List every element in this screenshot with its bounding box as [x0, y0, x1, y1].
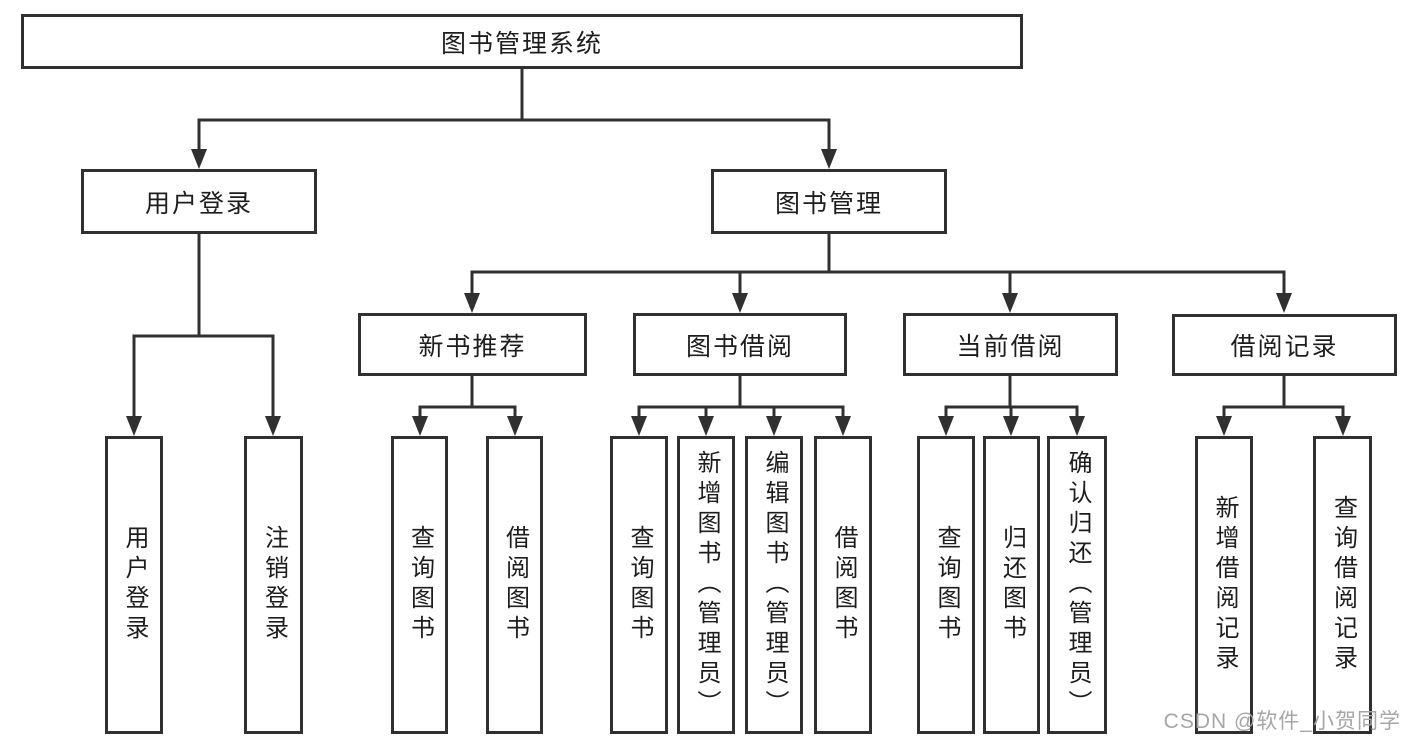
node-user-login: 用户登录	[81, 169, 317, 234]
leaf-logout-label: 注销登录	[260, 525, 288, 645]
node-book-borrowing: 图书借阅	[633, 313, 847, 376]
csdn-watermark: CSDN @软件_小贺同学	[1163, 710, 1401, 733]
leaf-borrow-books-label: 借阅图书	[830, 525, 857, 645]
leaf-add-borrow-record: 新增借阅记录	[1195, 436, 1253, 734]
leaf-current-query-books: 查询图书	[917, 436, 975, 734]
arrowheads	[126, 149, 1351, 436]
leaf-newbook-borrow-books: 借阅图书	[486, 436, 543, 734]
leaf-confirm-return-admin: 确认归还（管理员）	[1047, 436, 1107, 734]
leaf-current-query-books-label: 查询图书	[933, 525, 960, 645]
leaf-return-books: 归还图书	[983, 436, 1040, 734]
leaf-borrow-books: 借阅图书	[814, 436, 872, 734]
node-root-system: 图书管理系统	[21, 14, 1023, 69]
leaf-borrow-query-books-label: 查询图书	[626, 525, 653, 645]
node-current-borrowing: 当前借阅	[903, 313, 1118, 376]
leaf-add-books-admin: 新增图书（管理员）	[677, 436, 735, 734]
node-borrowing-records: 借阅记录	[1172, 314, 1397, 376]
node-new-book-recommendation: 新书推荐	[358, 313, 587, 376]
leaf-logout: 注销登录	[244, 436, 303, 734]
leaf-query-borrow-record: 查询借阅记录	[1313, 436, 1372, 734]
leaf-add-books-admin-label: 新增图书（管理员）	[693, 450, 720, 720]
leaf-query-borrow-record-label: 查询借阅记录	[1329, 495, 1357, 675]
leaf-edit-books-admin: 编辑图书（管理员）	[745, 436, 803, 734]
leaf-add-borrow-record-label: 新增借阅记录	[1211, 495, 1238, 675]
leaf-edit-books-admin-label: 编辑图书（管理员）	[761, 450, 788, 720]
leaf-confirm-return-admin-label: 确认归还（管理员）	[1064, 450, 1091, 720]
leaf-user-login-label: 用户登录	[121, 525, 148, 645]
leaf-user-login: 用户登录	[105, 436, 163, 734]
leaf-borrow-query-books: 查询图书	[610, 436, 668, 734]
leaf-newbook-query-books-label: 查询图书	[406, 525, 434, 645]
leaf-return-books-label: 归还图书	[998, 525, 1026, 645]
node-book-management: 图书管理	[711, 169, 947, 234]
leaf-newbook-borrow-books-label: 借阅图书	[501, 525, 529, 645]
leaf-newbook-query-books: 查询图书	[391, 436, 448, 734]
